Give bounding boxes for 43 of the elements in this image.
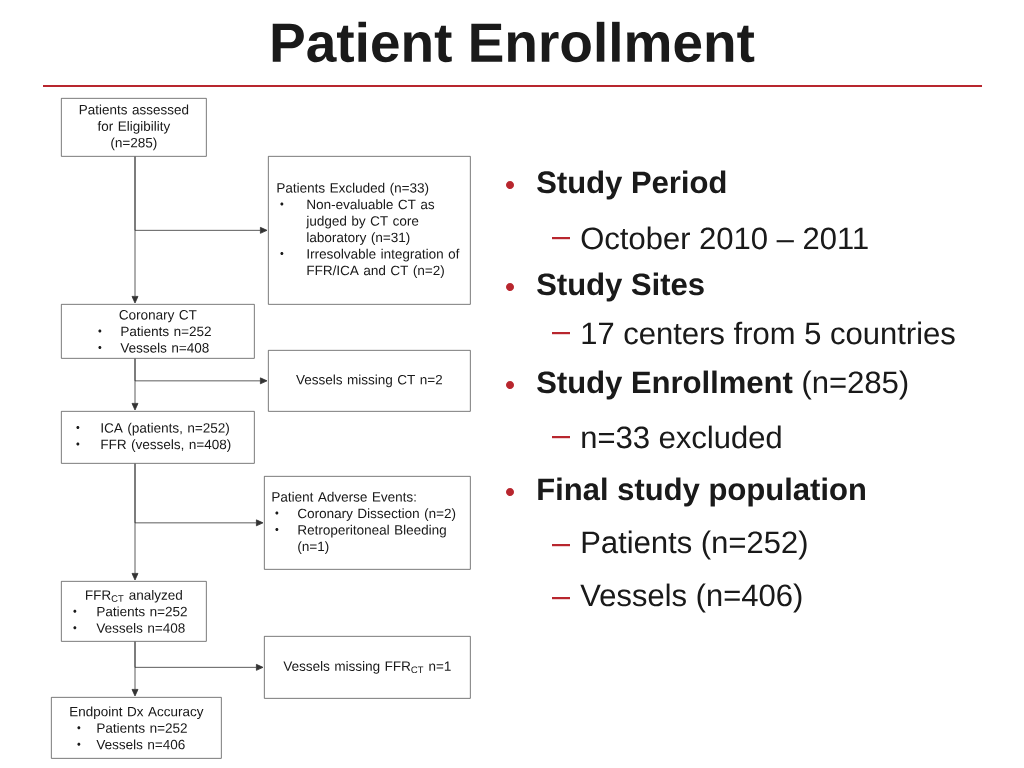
box-heading: Endpoint Dx Accuracy [70, 706, 204, 719]
list-item: Patients n=252 [97, 606, 187, 617]
list-item: Non-evaluable CT as judged by CT core laboratory (n=31) [306, 199, 435, 245]
list-item: Study Enrollment (n=285) [537, 370, 908, 400]
flow-box [268, 350, 471, 412]
list-item: Patients n=252 [121, 326, 211, 337]
list-item: Vessels n=406 [96, 739, 185, 750]
list-item: Final study population [538, 477, 865, 507]
flow-box [61, 304, 255, 359]
list-item: FFR (vessels, n=408) [101, 439, 231, 452]
list-item: Study Period [537, 170, 726, 200]
list-item: Patients (n=252) [582, 530, 807, 560]
list-item: Patients n=252 [97, 722, 187, 733]
box-heading: Patients assessed for Eligibility (n=285) [79, 104, 189, 151]
list-item: Coronary Dissection (n=2) [298, 508, 456, 521]
flow-box [268, 156, 471, 305]
list-item: Vessels n=408 [120, 342, 209, 353]
box-heading: Vessels missing FFR$_{CT}$ n=1 [283, 661, 451, 674]
flow-box [61, 98, 207, 157]
list-item: 17 centers from 5 countries [582, 321, 955, 345]
arrow [134, 156, 268, 234]
list-item: Irresolvable integration of FFR/ICA and CT (n=2) [307, 248, 460, 278]
box-heading: FFR$_{CT}$ analyzed [86, 589, 182, 603]
flow-box [51, 697, 222, 759]
list-item: Vessels (n=406) [580, 583, 802, 613]
flow-box [264, 636, 471, 699]
flow-box [264, 476, 471, 570]
flow-box [61, 411, 255, 464]
arrow [134, 358, 268, 385]
box-heading: Patient Adverse Events: [272, 491, 416, 502]
title: Patient Enrollment [272, 21, 755, 63]
list-item: October 2010 – 2011 [581, 226, 868, 250]
list-item: Study Sites [537, 272, 704, 302]
box-heading: Patients Excluded (n=33) [277, 182, 429, 196]
list-item: Vessels n=408 [96, 622, 185, 633]
arrow [134, 641, 264, 671]
box-heading: Vessels missing CT n=2 [296, 374, 442, 388]
flow-box [61, 581, 207, 642]
list-item: Retroperitoneal Bleeding (n=1) [298, 524, 446, 554]
list-item: ICA (patients, n=252) [101, 422, 229, 436]
arrow [134, 463, 264, 527]
box-heading: Coronary CT [119, 310, 197, 323]
list-item: n=33 excluded [582, 425, 781, 449]
